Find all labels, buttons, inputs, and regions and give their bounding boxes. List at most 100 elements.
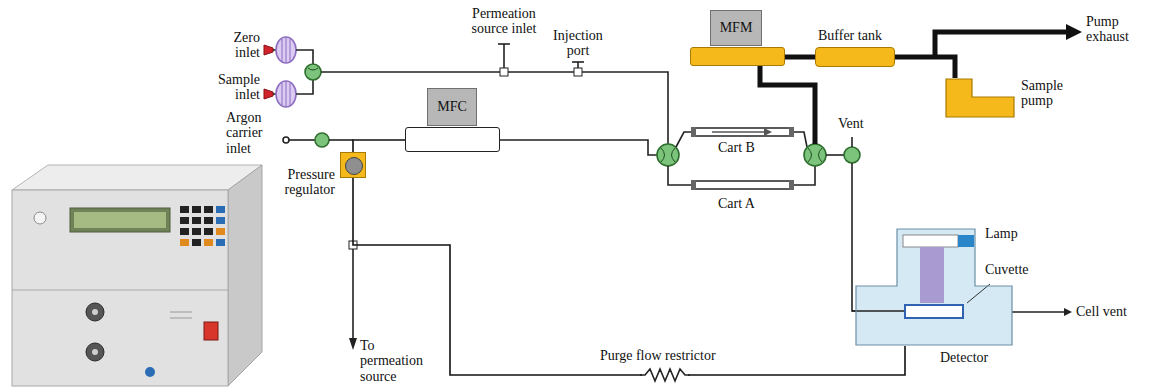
analyzer-photo bbox=[204, 322, 218, 340]
detector-outline bbox=[855, 228, 1013, 346]
inlet-plumbing bbox=[308, 68, 318, 70]
inlet-plumbing bbox=[289, 139, 315, 141]
inlet-plumbing bbox=[329, 139, 353, 141]
analyzer-photo bbox=[70, 208, 170, 232]
detector-housing: Detector bbox=[855, 228, 1013, 346]
cartridge-label: Cart B bbox=[718, 140, 755, 155]
detector-interior bbox=[1064, 308, 1072, 316]
analyzer-photo bbox=[204, 206, 213, 213]
cartridge-valves bbox=[712, 131, 764, 133]
mass-flow-controller: MFC bbox=[405, 88, 500, 152]
inlet-label: Zero inlet bbox=[220, 30, 260, 61]
analyzer-photo bbox=[86, 303, 104, 321]
detector-interior bbox=[903, 235, 958, 247]
inlet-plumbing bbox=[290, 83, 291, 105]
buffer-tank: Buffer tank bbox=[815, 47, 895, 67]
device-body bbox=[690, 47, 785, 66]
inlet-plumbing bbox=[264, 89, 273, 99]
exhaust-label: Pump exhaust bbox=[1086, 14, 1144, 45]
analyzer-photo bbox=[216, 239, 225, 246]
detector-interior bbox=[852, 310, 905, 312]
device-label: MFC bbox=[437, 99, 467, 114]
analyzer-photo bbox=[192, 228, 201, 235]
analyzer-photo bbox=[204, 228, 213, 235]
inlet-label: Argon carrier inlet bbox=[226, 110, 280, 156]
gas-line bbox=[353, 178, 905, 375]
regulator-dial bbox=[345, 157, 363, 175]
cartridge-valves bbox=[789, 180, 794, 190]
cartridge-valves bbox=[819, 148, 823, 162]
inlet-plumbing bbox=[286, 37, 287, 63]
pressure-regulator: Pressure regulator bbox=[340, 152, 366, 178]
cartridge-valves bbox=[661, 148, 665, 162]
cartridge-valves bbox=[794, 132, 807, 147]
inlet-plumbing bbox=[349, 338, 357, 350]
detector-shape bbox=[856, 229, 1012, 345]
cartridge-valves bbox=[760, 66, 815, 144]
cartridge-valves bbox=[789, 127, 794, 137]
detector-interior bbox=[967, 284, 990, 303]
cartridge-valves bbox=[657, 144, 679, 166]
destination-label: To permeation source bbox=[360, 338, 432, 384]
analyzer-photo bbox=[180, 217, 189, 224]
analyzer-photo bbox=[228, 165, 262, 386]
detector-interior bbox=[856, 229, 1012, 345]
cartridge-valves bbox=[804, 144, 826, 166]
vent-label: Cell vent bbox=[1076, 304, 1127, 319]
analyzer-photo bbox=[180, 206, 189, 213]
cartridge-valves bbox=[808, 148, 812, 162]
analyzer-photo bbox=[34, 212, 46, 224]
analyzer-photo bbox=[180, 228, 189, 235]
analyzer-photo bbox=[192, 239, 201, 246]
analyzer-photo bbox=[216, 206, 225, 213]
inlet-plumbing bbox=[296, 80, 313, 94]
inlet-plumbing bbox=[283, 137, 289, 143]
device-label: MFM bbox=[720, 20, 753, 35]
detector-interior bbox=[852, 229, 1072, 345]
inlet-plumbing bbox=[286, 81, 287, 107]
analyzer-photo bbox=[12, 165, 262, 190]
analyzer-photo bbox=[86, 343, 104, 361]
inlet-plumbing bbox=[276, 81, 296, 107]
analyzer-photo bbox=[204, 239, 213, 246]
cartridge-valves bbox=[691, 127, 696, 137]
cartridge-valves bbox=[764, 128, 772, 136]
pump-exhaust-arrow bbox=[1066, 24, 1082, 40]
inlet-plumbing bbox=[282, 39, 283, 61]
inlet-plumbing bbox=[498, 43, 510, 45]
inlet-plumbing bbox=[574, 68, 582, 76]
gas-line bbox=[353, 140, 405, 152]
inlet-plumbing bbox=[500, 140, 657, 155]
pump-shape bbox=[946, 79, 1014, 117]
inlet-plumbing bbox=[276, 37, 296, 63]
analyzer-photo bbox=[92, 309, 98, 315]
analyzer-photo bbox=[192, 206, 201, 213]
analyzer-photo bbox=[170, 318, 192, 319]
analyzer-photo bbox=[74, 212, 166, 228]
analyzer-photo bbox=[12, 290, 228, 291]
cartridge-label: Cart A bbox=[718, 196, 755, 211]
pump-exhaust-arrow bbox=[935, 24, 1082, 57]
mass-flow-meter: MFM bbox=[690, 10, 785, 66]
gas-line bbox=[785, 55, 815, 60]
cartridge-valves bbox=[657, 66, 905, 311]
lamp-label: Lamp bbox=[985, 226, 1018, 241]
analyzer-photo bbox=[180, 239, 189, 246]
cartridge-valves bbox=[695, 181, 790, 189]
inlet-plumbing bbox=[352, 249, 354, 340]
inlet-plumbing bbox=[572, 61, 584, 63]
cartridge-valves bbox=[851, 137, 853, 147]
detector-interior bbox=[1012, 311, 1066, 313]
pump-outline bbox=[945, 78, 1015, 118]
analyzer-photo bbox=[12, 190, 228, 386]
cartridge-valves bbox=[844, 147, 860, 163]
analyzer-photo bbox=[170, 312, 192, 313]
port-label: Permeation source inlet bbox=[456, 6, 552, 37]
cuvette-label: Cuvette bbox=[985, 262, 1029, 277]
inlet-plumbing bbox=[315, 133, 329, 147]
cartridge-valves bbox=[691, 180, 696, 190]
